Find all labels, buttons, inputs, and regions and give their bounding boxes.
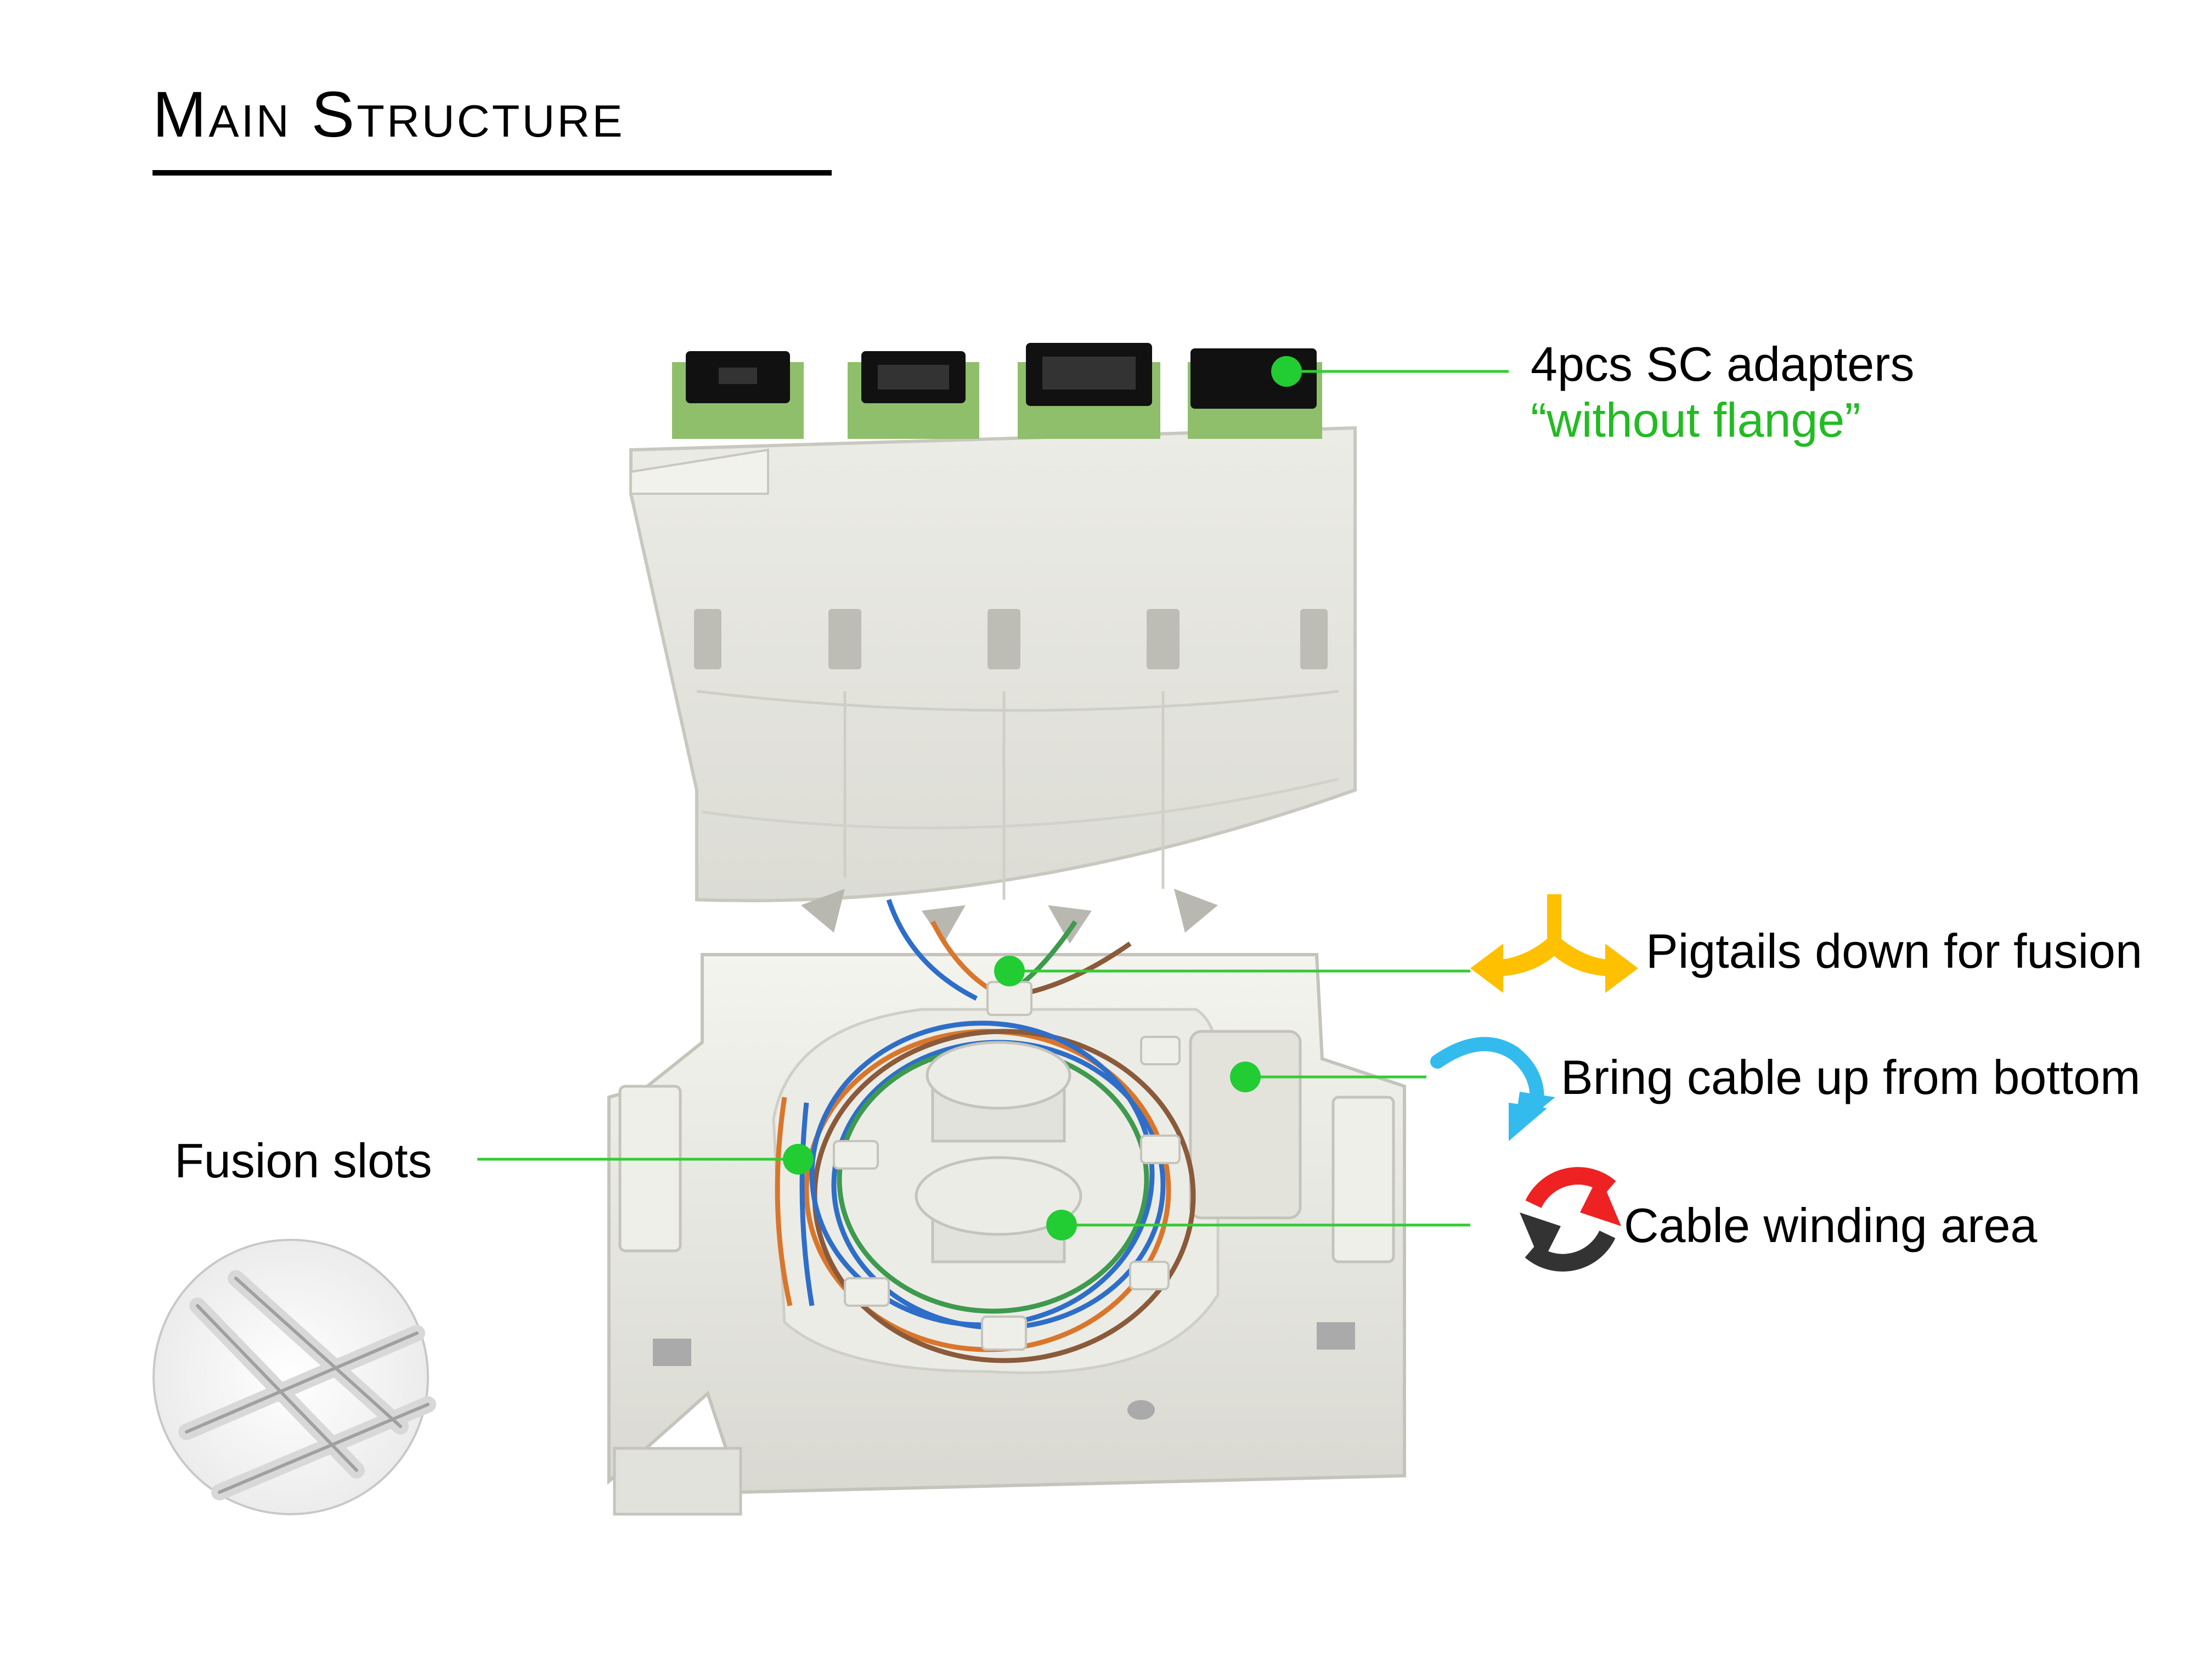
yellow-split-arrow-icon (1470, 894, 1638, 993)
label-fusion: Fusion slots (174, 1133, 432, 1188)
title-underline (153, 170, 832, 176)
label-pigtails: Pigtails down for fusion (1646, 924, 2142, 978)
label-adapters: 4pcs SC adapters (1531, 337, 1915, 391)
label-without-flange: “without flange” (1531, 393, 1861, 447)
sc-adapter (848, 351, 979, 439)
label-winding: Cable winding area (1624, 1198, 2038, 1252)
blue-curved-arrow-icon (1430, 1037, 1555, 1141)
lid (629, 426, 1357, 944)
sc-adapter (1188, 348, 1322, 439)
sc-adapter (672, 351, 804, 439)
dot-winding (1046, 1210, 1077, 1240)
dot-adapters (1271, 356, 1302, 387)
label-bring-cable: Bring cable up from bottom (1561, 1050, 2141, 1104)
dot-pigtails (994, 956, 1025, 986)
leader-dots (783, 356, 1302, 1240)
red-black-cycle-icon (1520, 1167, 1621, 1272)
leader-lines (477, 370, 1509, 1227)
dot-bring-cable (1230, 1062, 1261, 1092)
sc-adapters (672, 343, 1322, 439)
fusion-sleeve-inset (153, 1239, 436, 1515)
winding-spools (833, 981, 1181, 1351)
page-title: Main Structure (153, 78, 625, 151)
sc-adapter (1018, 343, 1160, 439)
dot-fusion (783, 1144, 814, 1175)
